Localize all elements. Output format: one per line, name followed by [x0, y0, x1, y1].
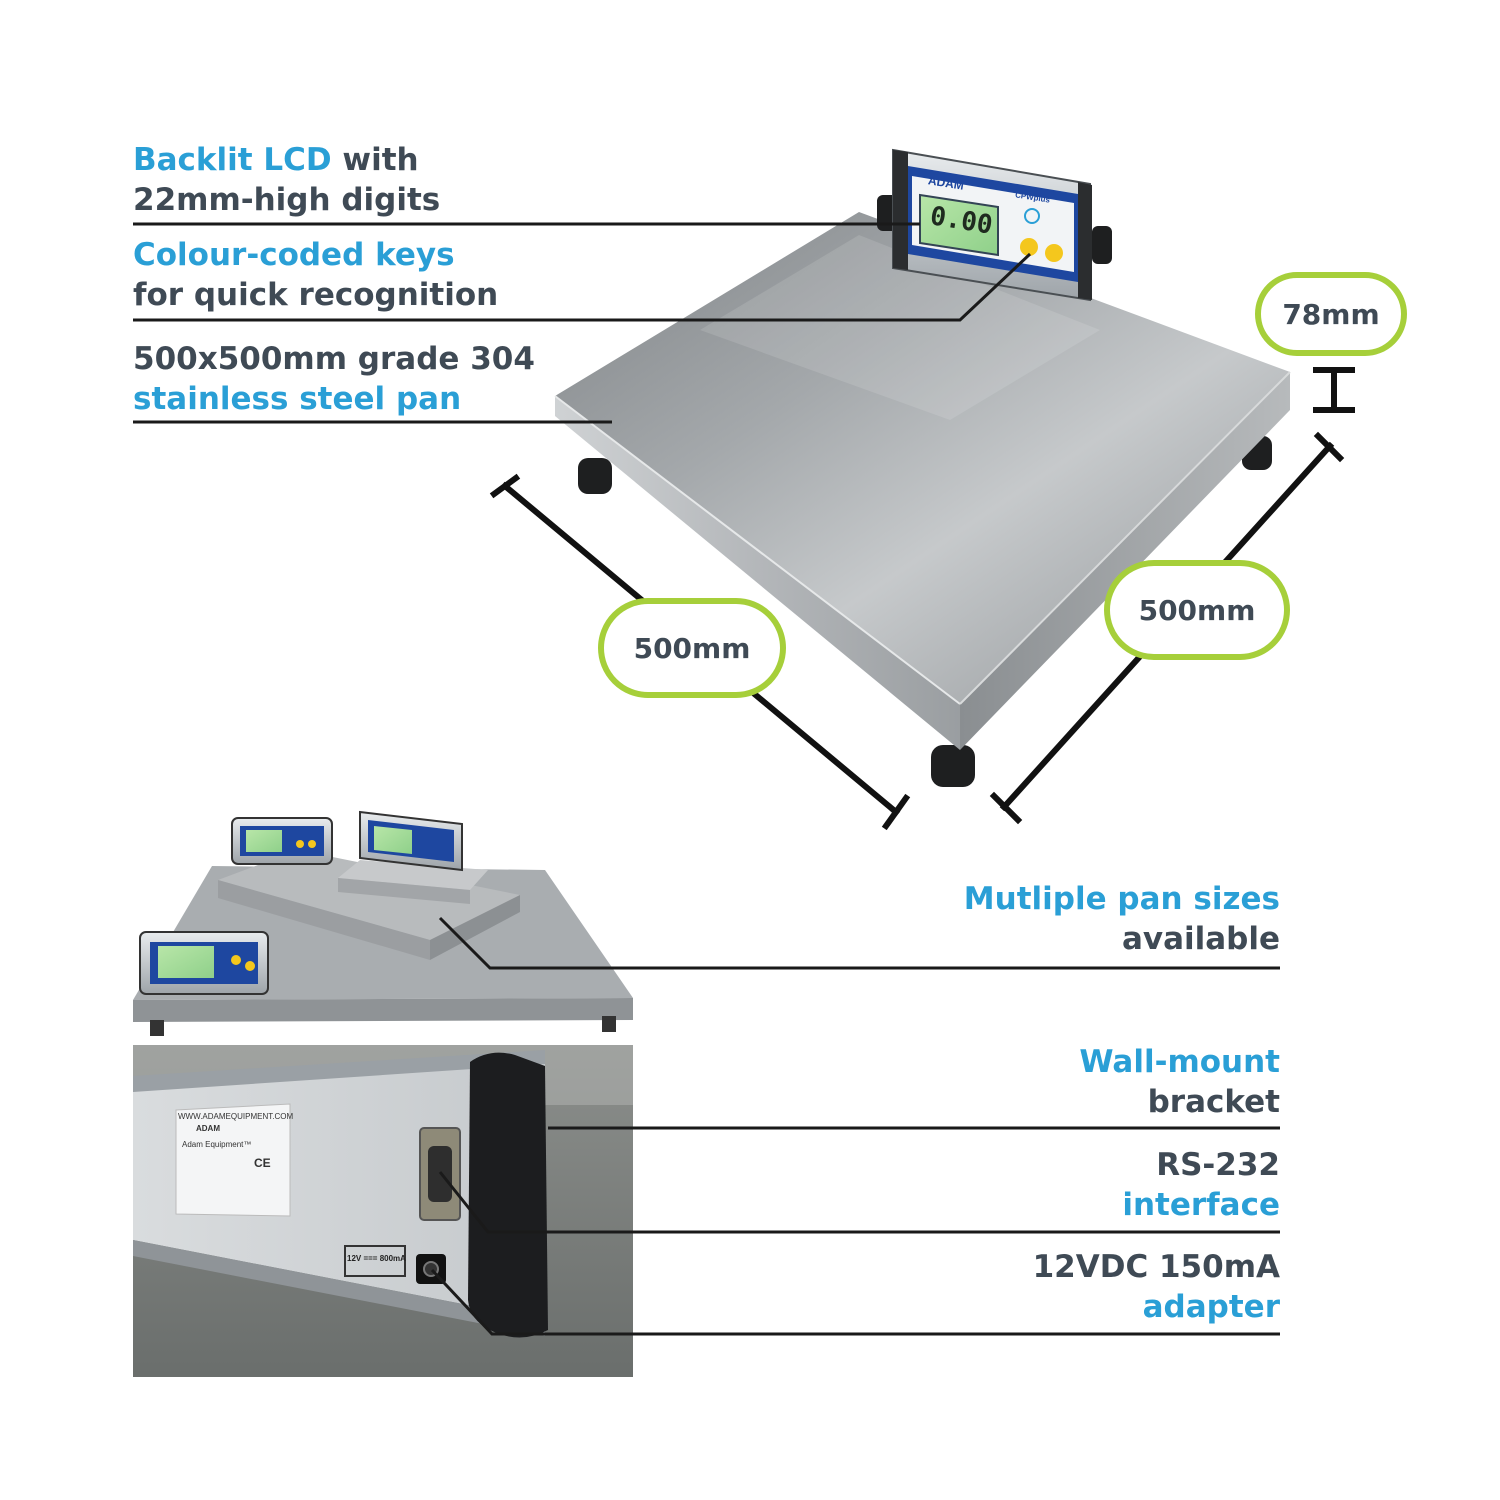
small-indicator-1 — [231, 817, 333, 865]
callout-pan-line2: stainless steel pan — [133, 381, 462, 417]
rear-panel-photo — [133, 1045, 633, 1377]
callout-adapter-line2: adapter — [1142, 1289, 1280, 1325]
back-label-company: Adam Equipment™ — [182, 1140, 252, 1149]
small-indicator-3 — [139, 931, 269, 995]
callout-keys: Colour-coded keys for quick recognition — [133, 235, 498, 315]
pan-right-edge — [960, 372, 1290, 750]
callout-rs232: RS-232 interface — [880, 1145, 1280, 1225]
callout-bracket: Wall-mount bracket — [880, 1042, 1280, 1122]
top-leader-lines — [133, 222, 1032, 424]
small-indicator-2 — [359, 810, 463, 872]
height-dimension-pill: 78mm — [1255, 272, 1407, 356]
back-label-power: 12V === 800mA — [347, 1254, 406, 1263]
back-label-brand: ADAM — [196, 1124, 220, 1133]
callout-lcd-highlight: Backlit LCD — [133, 142, 332, 178]
callout-bracket-line2: bracket — [1147, 1084, 1280, 1120]
width-right-dimension-pill: 500mm — [1104, 560, 1290, 660]
main-indicator — [877, 148, 1112, 302]
back-label-url: WWW.ADAMEQUIPMENT.COM — [178, 1112, 294, 1121]
callout-sizes-line2: available — [1121, 921, 1280, 957]
callout-sizes: Mutliple pan sizes available — [880, 879, 1280, 959]
leader-keys — [133, 252, 1032, 322]
main-platform-scale — [554, 212, 1291, 787]
callout-keys-line1: Colour-coded keys — [133, 237, 455, 273]
callout-bracket-line1: Wall-mount — [1079, 1044, 1280, 1080]
width-left-dimension-pill: 500mm — [598, 598, 786, 698]
pan-front-edge — [555, 396, 960, 750]
multiple-pan-sizes-photo — [133, 810, 633, 1036]
callout-adapter-line1: 12VDC 150mA — [1032, 1249, 1280, 1285]
pan-top-surface — [555, 212, 1290, 704]
callout-pan-line1: 500x500mm grade 304 — [133, 341, 535, 377]
callout-keys-line2: for quick recognition — [133, 277, 499, 313]
back-label-ce: CE — [254, 1156, 271, 1170]
leader-rs232 — [438, 1171, 1280, 1234]
callout-adapter: 12VDC 150mA adapter — [880, 1247, 1280, 1327]
bottom-leader-lines — [430, 916, 1280, 1336]
leader-sizes — [438, 916, 1280, 970]
callout-rs232-line1: RS-232 — [1156, 1147, 1280, 1183]
callout-lcd: Backlit LCD with 22mm-high digits — [133, 140, 440, 220]
callout-lcd-rest: with — [331, 142, 419, 178]
callout-rs232-line2: interface — [1122, 1187, 1280, 1223]
callout-pan: 500x500mm grade 304 stainless steel pan — [133, 339, 535, 419]
callout-lcd-line2: 22mm-high digits — [133, 182, 441, 218]
callout-sizes-line1: Mutliple pan sizes — [963, 881, 1280, 917]
leader-adapter — [430, 1268, 1280, 1336]
